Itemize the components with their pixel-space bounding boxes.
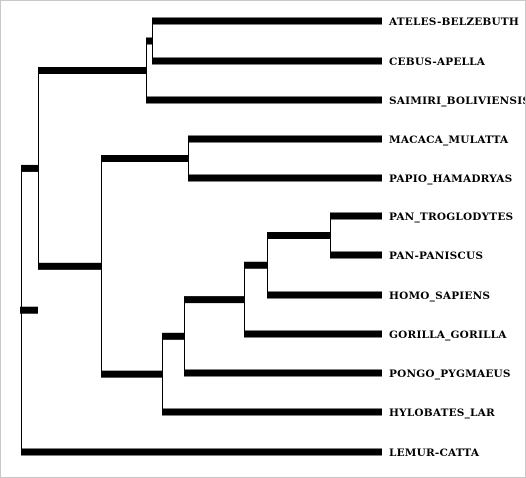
connector-root xyxy=(21,168,22,452)
branch-ateles xyxy=(152,17,382,25)
taxon-label-gorilla: GORILLA_GORILLA xyxy=(389,329,507,342)
taxon-label-pongo: PONGO_PYGMAEUS xyxy=(389,368,511,381)
branch-root xyxy=(20,306,38,314)
branch-n_gr xyxy=(162,332,185,340)
taxon-label-homo: HOMO_SAPIENS xyxy=(389,290,490,303)
taxon-label-saimiri: SAIMIRI_BOLIVIENSIS xyxy=(389,95,525,108)
branch-saimiri xyxy=(146,96,382,104)
taxon-label-hylobates: HYLOBATES_LAR xyxy=(389,407,495,420)
branch-n_ac xyxy=(146,37,153,45)
branch-pongo xyxy=(184,369,382,377)
branch-lemur xyxy=(21,448,382,456)
branch-n_ape xyxy=(101,370,163,378)
taxon-label-cebus: CEBUS-APELLA xyxy=(389,56,486,68)
branch-gorilla xyxy=(244,330,382,338)
branch-n_ow xyxy=(101,155,189,162)
branch-n_hp xyxy=(244,261,268,269)
branch-n_pan xyxy=(267,232,331,239)
branch-n_nw xyxy=(38,67,147,74)
taxon-label-lemur: LEMUR-CATTA xyxy=(389,447,480,459)
taxon-label-papio: PAPIO_HAMADRYAS xyxy=(389,173,512,186)
taxon-label-ateles: ATELES-BELZEBUTH xyxy=(388,16,519,28)
branch-homo xyxy=(267,291,382,299)
branch-panpan xyxy=(330,251,382,259)
taxon-label-pantro: PAN_TROGLODYTES xyxy=(389,211,513,224)
taxon-label-macaca: MACACA_MULATTA xyxy=(389,134,509,147)
branch-cebus xyxy=(152,57,382,65)
branch-n_hpg xyxy=(184,296,245,304)
branch-pantro xyxy=(330,212,382,220)
branch-hylobates xyxy=(162,408,382,416)
branch-macaca xyxy=(188,135,382,143)
branch-n_cat xyxy=(38,262,102,270)
taxon-label-panpan: PAN-PANISCUS xyxy=(389,250,483,262)
branch-n_anth xyxy=(21,164,39,172)
branch-papio xyxy=(188,174,382,182)
